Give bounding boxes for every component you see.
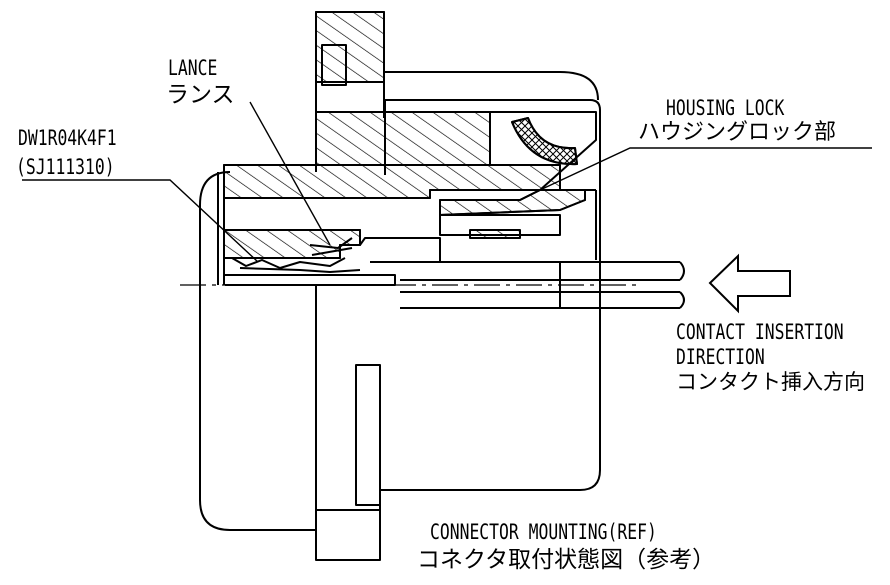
insertion-label-en-line2: DIRECTION xyxy=(676,345,765,369)
mounting-label-jp: コネクタ取付状態図（参考） xyxy=(417,547,716,573)
housing-lock-leader-line xyxy=(539,147,872,191)
plug-front xyxy=(199,171,316,531)
part-number-leader-line xyxy=(22,179,259,263)
insertion-label-en-line1: CONTACT INSERTION xyxy=(676,320,844,344)
lance-label-en: LANCE xyxy=(168,56,218,80)
insertion-label-jp: コンタクト挿入方向 xyxy=(676,370,865,394)
mounting-panel xyxy=(315,11,385,172)
lance-leader-line xyxy=(249,101,331,246)
contact-terminal xyxy=(223,229,441,286)
insertion-arrow-icon xyxy=(708,253,791,314)
mounting-label-en: CONNECTOR MOUNTING(REF) xyxy=(430,520,657,544)
lance-label-jp: ランス xyxy=(166,82,235,108)
part-code-label: (SJ111310) xyxy=(16,155,115,179)
housing-lock-seal xyxy=(511,117,578,166)
housing-lock-arm xyxy=(439,189,597,260)
housing-lock-label-en: HOUSING LOCK xyxy=(666,96,785,120)
housing-lock-label-jp: ハウジングロック部 xyxy=(638,120,837,145)
wire-cable xyxy=(400,261,685,309)
part-number-label: DW1R04K4F1 xyxy=(18,126,117,150)
lower-housing xyxy=(315,285,381,561)
